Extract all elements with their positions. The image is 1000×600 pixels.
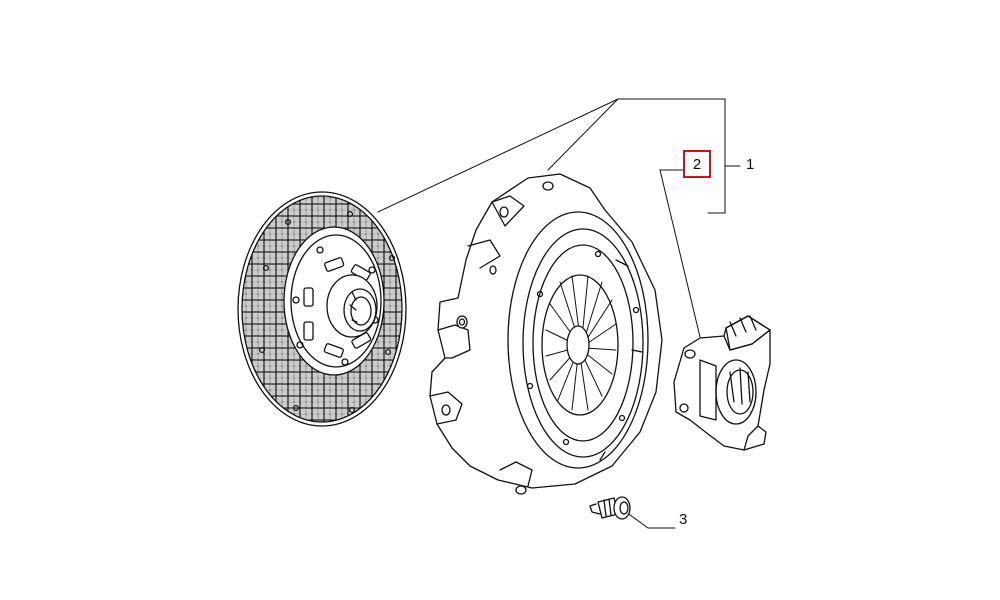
leader-lines (377, 98, 741, 529)
callout-label-1[interactable]: 1 (746, 156, 755, 173)
leader-to-bearing (659, 169, 701, 338)
leader-to-bolt (625, 511, 676, 529)
diaphragm-fingers (545, 275, 617, 411)
pressure-plate (429, 173, 663, 495)
leader-to-disc (377, 98, 619, 213)
callout-label-3[interactable]: 3 (679, 511, 688, 528)
leader-to-plate (547, 98, 619, 171)
leader-bracket-1 (617, 98, 726, 214)
bolt (589, 496, 631, 520)
clutch-disc (237, 191, 407, 427)
callout-label-2-highlighted[interactable]: 2 (683, 150, 711, 178)
release-bearing (673, 315, 771, 451)
